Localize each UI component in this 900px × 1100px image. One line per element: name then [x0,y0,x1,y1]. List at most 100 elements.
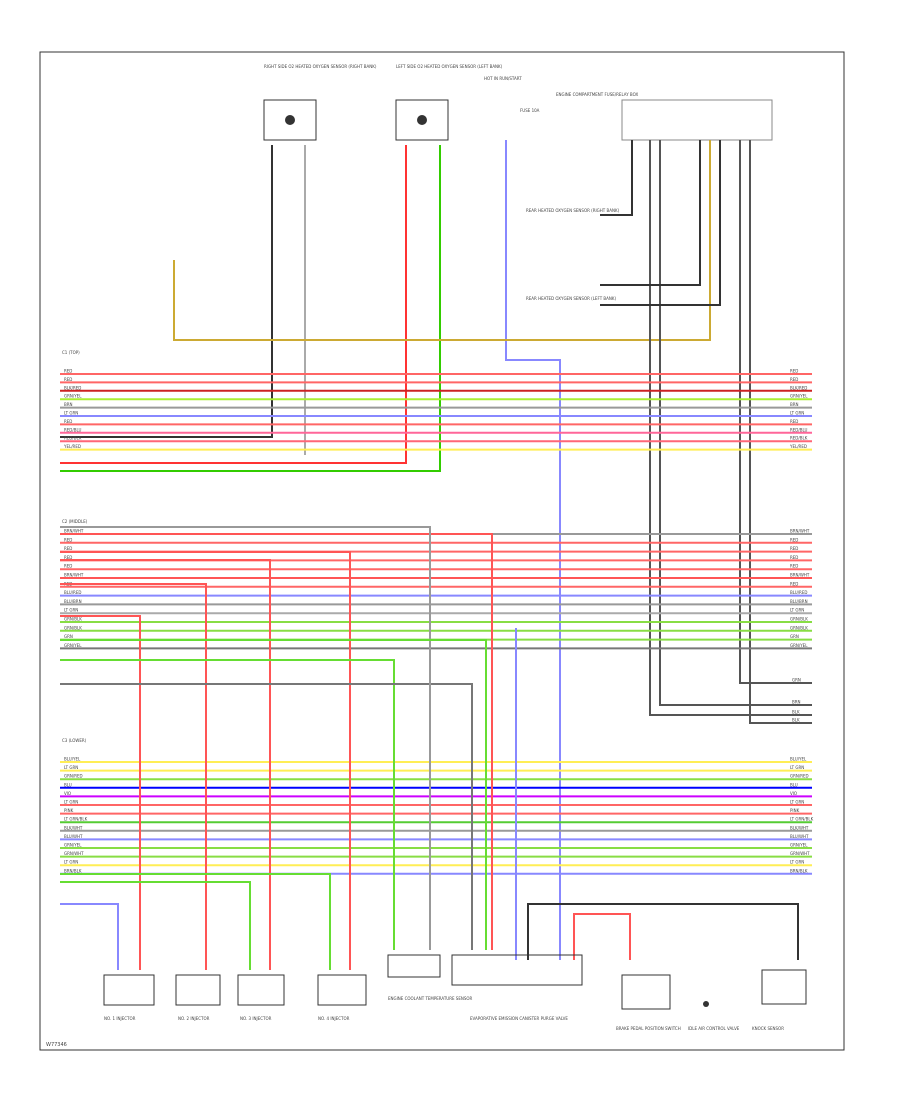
wire-label-right: PINK [790,808,800,813]
c1-label: C1 (TOP) [62,350,80,355]
diagram-code: W77346 [46,1042,67,1048]
wire-label: GRN/YEL [64,643,82,648]
brake-pedal-position-switch: BRAKE PEDAL POSITION SWITCH [616,974,681,1031]
ect-sensor-label: ENGINE COOLANT TEMPERATURE SENSOR [388,996,473,1001]
wire-label-right: BLU/WHT [790,834,809,839]
top-connector-block [621,99,773,141]
wire-label: RED/BLK [64,436,82,441]
wire-label: LT GRN [64,411,78,416]
rear-o2-left-label: REAR HEATED OXYGEN SENSOR (LEFT BANK) [526,296,616,301]
fuse-label: FUSE 10A [520,108,540,113]
wire-label-right: RED [790,419,798,424]
c2-label: C2 (MIDDLE) [62,519,88,524]
diagram-frame [39,51,845,1051]
knock-sensor-label: KNOCK SENSOR [752,1026,784,1031]
injector-3: NO. 3 INJECTOR [237,974,285,1021]
wire-label-right: RED/BLK [790,436,808,441]
wire-label-right: BLU/RED [790,590,807,595]
wire-label: BLU/YEL [64,757,81,762]
injector-4: NO. 4 INJECTOR [317,974,367,1021]
wire-label: RED [64,564,72,569]
wire-label: RED [64,537,72,542]
wire-label: LT GRN/BLK [64,817,88,822]
wire-label-right: RED/BLU [790,427,808,432]
injector-2: NO. 2 INJECTOR [175,974,221,1021]
wire-label-right: LT GRN/BLK [790,817,814,822]
wire-label-right: BLU/YEL [790,757,807,762]
wire-label-right: RED [790,564,798,569]
right-side-oxygen-sensor: RIGHT SIDE O2 HEATED OXYGEN SENSOR (RIGH… [263,64,377,141]
wire-label-right: BRN/BLK [790,868,808,873]
wire-label: LT GRN [64,608,78,613]
wire-label: BRN/WHT [64,529,84,534]
wire-label-right: GRN/YEL [790,394,808,399]
wire-label-right: BLK/RED [790,385,807,390]
wire-label: GRN/WHT [64,851,84,856]
wire-label-right: LT GRN [790,765,804,770]
rear-o2-right-label: REAR HEATED OXYGEN SENSOR (RIGHT BANK) [526,208,620,213]
wire-label-right: GRN/RED [790,774,809,779]
hot-in-run-label: HOT IN RUN/START [484,76,522,81]
injector-1-label: NO. 1 INJECTOR [104,1016,136,1021]
wire-label: GRN/BLK [64,617,82,622]
wire-label-right: RED [790,369,798,374]
wire-label-right: BLU [790,782,798,787]
brake-switch-label: BRAKE PEDAL POSITION SWITCH [616,1026,681,1031]
wire-label: RED/BLU [64,427,82,432]
wire-label: BRN/BLK [64,868,82,873]
ground-wire-label: BRN [792,700,801,705]
wire-label-right: GRN/YEL [790,843,808,848]
wire-label: BLU/RED [64,590,81,595]
knock-sensor: KNOCK SENSOR [752,969,807,1031]
injector-2-label: NO. 2 INJECTOR [178,1016,210,1021]
wire-label: BLU [64,782,72,787]
wire-label: RED [64,546,72,551]
wire-label-right: LT GRN [790,608,804,613]
evap-valve-label: EVAPORATIVE EMISSION CANISTER PURGE VALV… [470,1016,568,1021]
wire-label-right: LT GRN [790,860,804,865]
wire-label: PINK [64,808,74,813]
wire-label: RED [64,369,72,374]
wire-label-right: BRN/WHT [790,573,810,578]
wire-label-right: YEL/RED [789,444,807,449]
idle-air-control-valve: IDLE AIR CONTROL VALVE [688,1001,740,1031]
wire-label: GRN/YEL [64,394,82,399]
wire-label: RED [64,377,72,382]
wire-label: RED [64,555,72,560]
wire-label: GRN/BLK [64,625,82,630]
injector-4-label: NO. 4 INJECTOR [318,1016,350,1021]
top-risers [60,140,812,960]
wire-label-right: LT GRN [790,800,804,805]
wire-label: LT GRN [64,800,78,805]
wire-label-right: BLK/WHT [790,825,809,830]
ground-wire-label: BLK [792,710,800,715]
wire-label: GRN/RED [64,774,83,779]
wire-label-right: VIO [790,791,797,796]
wire-label-right: GRN/WHT [790,851,810,856]
ground-wire-label: BLK [792,718,800,723]
wire-label: VIO [64,791,71,796]
bus-c3: BLU/YEL BLU/YEL LT GRN LT GRN GRN/RED GRN/RED… [60,757,814,875]
wire-label-right: BRN/WHT [790,529,810,534]
c3-label: C3 (LOWER) [62,738,87,743]
wire-label-right: RED [790,377,798,382]
wire-label-right: GRN [790,634,799,639]
wire-label-right: GRN/BLK [790,625,808,630]
wire-label-right: LT GRN [790,411,804,416]
wire-label: BLU/WHT [64,834,83,839]
injector-3-label: NO. 3 INJECTOR [240,1016,272,1021]
wire-label: GRN [64,634,73,639]
injector-1: NO. 1 INJECTOR [103,974,155,1021]
fuse-box-label: ENGINE COMPARTMENT FUSE/RELAY BOX [556,92,638,97]
wire-label: BRN [64,402,73,407]
left-side-oxygen-sensor: LEFT SIDE O2 HEATED OXYGEN SENSOR (LEFT … [395,64,503,141]
wire-label: BLK/WHT [64,825,83,830]
engine-coolant-temp-sensor: ENGINE COOLANT TEMPERATURE SENSOR [387,954,473,1001]
right-oxygen-sensor-label: RIGHT SIDE O2 HEATED OXYGEN SENSOR (RIGH… [264,64,377,69]
wire-label: YEL/RED [63,444,81,449]
wire-label-right: GRN/YEL [790,643,808,648]
ground-wire-label: GRN [792,678,801,683]
